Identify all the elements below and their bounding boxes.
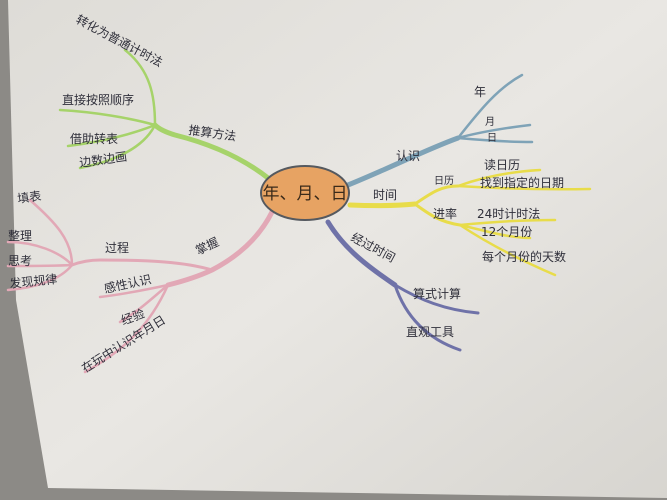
branch-method-line	[152, 122, 271, 181]
learn-play-line	[83, 283, 170, 374]
learn-organize-label: 整理	[8, 228, 32, 243]
method-order-line	[58, 108, 157, 127]
time-read-calendar-line	[456, 168, 542, 188]
learn-think-line	[6, 263, 74, 268]
learn-process-line	[70, 258, 214, 272]
elapsed-tool-line	[393, 283, 462, 352]
time-rate-label: 进率	[433, 206, 457, 221]
branch-recognize-line	[345, 135, 461, 188]
branch-method	[58, 48, 271, 181]
time-days-label: 每个月份的天数	[482, 249, 566, 264]
branch-method-label: 推算方法	[188, 122, 238, 144]
branch-time-label: 时间	[373, 188, 397, 202]
method-table-line	[66, 123, 157, 148]
learn-organize-line	[6, 240, 74, 267]
recognize-year-line	[456, 73, 524, 140]
paper-sheet	[8, 0, 667, 498]
time-24h-line	[458, 218, 557, 227]
learn-think-label: 思考	[8, 254, 32, 268]
learn-fill-table-label: 填表	[16, 189, 42, 206]
elapsed-formula-line	[393, 283, 480, 315]
time-24h-label: 24时计时法	[477, 207, 540, 221]
time-find-date-line	[456, 184, 592, 191]
recognize-day-label: 日	[487, 133, 497, 144]
branch-elapsed-line	[325, 219, 398, 288]
center-node	[260, 165, 350, 221]
recognize-day-line	[456, 136, 534, 144]
time-days-line	[458, 223, 557, 277]
learn-experience-line	[118, 283, 170, 324]
learn-discover-label: 发现规律	[9, 271, 58, 291]
elapsed-tool-label: 直观工具	[406, 325, 454, 339]
method-draw-label: 边数边画	[78, 148, 128, 170]
time-calendar-line	[413, 184, 460, 206]
method-table-label: 借助转表	[70, 131, 118, 146]
branch-time	[347, 168, 592, 277]
branch-time-line	[347, 201, 418, 209]
learn-discover-line	[6, 263, 74, 292]
branch-learn	[6, 198, 275, 374]
recognize-month-label: 月	[485, 116, 495, 128]
method-draw-line	[78, 123, 157, 170]
center-label: 年、月、日	[263, 184, 348, 204]
method-convert-line	[123, 48, 157, 127]
method-order-label: 直接按照顺序	[62, 92, 134, 107]
branch-recognize	[345, 73, 534, 188]
time-read-calendar-label: 读日历	[484, 158, 520, 172]
learn-process-label: 过程	[105, 240, 129, 255]
elapsed-formula-label: 算式计算	[413, 286, 461, 301]
recognize-year-label: 年	[474, 85, 486, 99]
learn-perceive-line	[98, 283, 170, 299]
time-12months-label: 12个月份	[481, 225, 532, 239]
time-12months-line	[458, 223, 532, 240]
time-find-date-label: 找到指定的日期	[480, 175, 564, 190]
recognize-month-line	[456, 123, 532, 140]
learn-fill-table-line	[28, 198, 74, 267]
branch-elapsed	[325, 219, 480, 352]
time-rate-line	[413, 202, 462, 227]
branch-recognize-label: 认识	[396, 149, 420, 163]
time-calendar-label: 日历	[434, 175, 454, 187]
